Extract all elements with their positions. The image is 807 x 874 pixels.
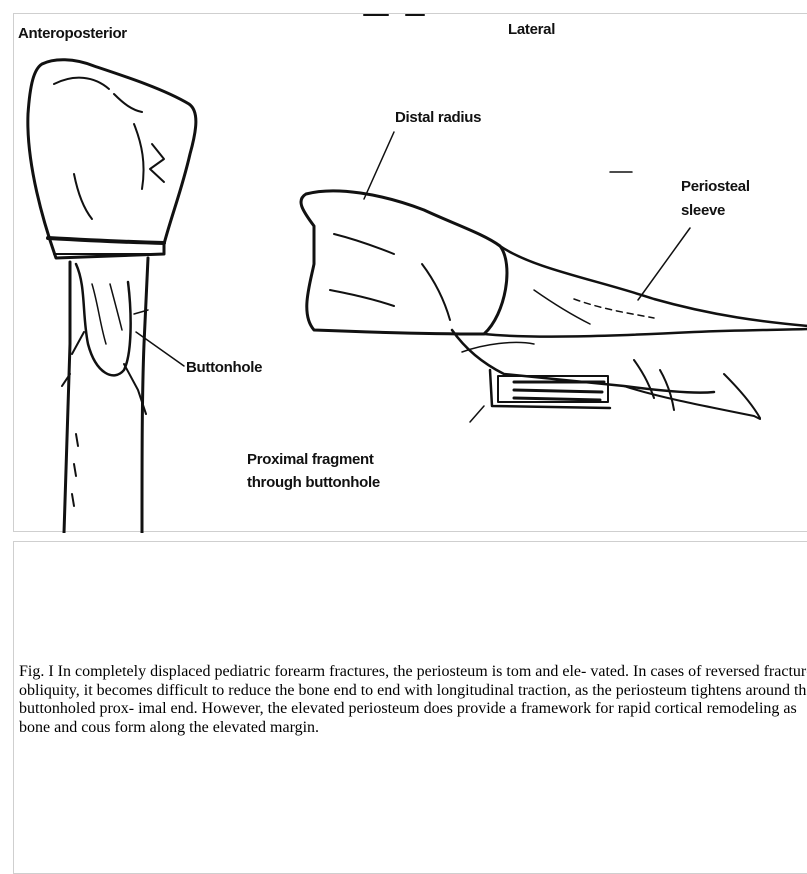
figure-panel: Anteroposterior Lateral Distal radius Pe… xyxy=(13,13,807,532)
label-proximal-fragment-line1: Proximal fragment xyxy=(247,452,374,468)
label-distal-radius: Distal radius xyxy=(395,110,481,126)
anteroposterior-bone-drawing xyxy=(28,60,196,533)
figure-caption: Fig. I In completely displaced pediatric… xyxy=(19,663,807,737)
label-proximal-fragment-line2: through buttonhole xyxy=(247,475,380,491)
periosteal-sleeve-leader xyxy=(638,228,690,300)
label-periosteal-sleeve-line2: sleeve xyxy=(681,203,725,219)
distal-radius-leader xyxy=(364,132,394,199)
label-anteroposterior: Anteroposterior xyxy=(18,26,127,42)
caption-panel: Fig. I In completely displaced pediatric… xyxy=(13,541,807,874)
label-buttonhole: Buttonhole xyxy=(186,360,262,376)
label-lateral: Lateral xyxy=(508,22,555,38)
label-periosteal-sleeve-line1: Periosteal xyxy=(681,179,750,195)
bone-illustration xyxy=(14,14,807,533)
lateral-bone-drawing xyxy=(301,191,807,422)
